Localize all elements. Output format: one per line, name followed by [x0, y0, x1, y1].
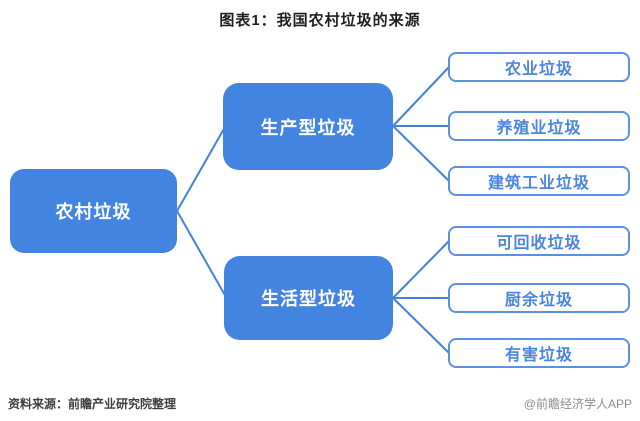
leaf-hazardous-waste-label: 有害垃圾 — [504, 347, 573, 364]
leaf-kitchen-waste: 厨余垃圾 — [448, 283, 630, 313]
leaf-breeding-waste: 养殖业垃圾 — [448, 111, 630, 141]
leaf-recyclable-waste: 可回收垃圾 — [448, 226, 630, 256]
node-household-waste: 生活型垃圾 — [224, 256, 393, 340]
edge-production-agricultural — [392, 66, 450, 127]
node-production-waste: 生产型垃圾 — [223, 83, 393, 170]
edge-household-recyclable — [392, 240, 450, 299]
source-note: 资料来源：前瞻产业研究院整理 — [8, 397, 177, 411]
node-rural-waste: 农村垃圾 — [10, 169, 177, 253]
chart-title: 图表1：我国农村垃圾的来源 — [219, 12, 421, 29]
edge-root-household — [176, 210, 227, 298]
leaf-construction-waste-label: 建筑工业垃圾 — [487, 175, 590, 192]
node-household-waste-label: 生活型垃圾 — [261, 289, 356, 309]
edge-household-hazardous — [392, 297, 450, 354]
leaf-hazardous-waste: 有害垃圾 — [448, 338, 630, 368]
leaf-breeding-waste-label: 养殖业垃圾 — [496, 120, 582, 137]
leaf-construction-waste: 建筑工业垃圾 — [448, 166, 630, 196]
node-rural-waste-label: 农村垃圾 — [55, 202, 132, 222]
leaf-agricultural-waste-label: 农业垃圾 — [504, 61, 573, 78]
edge-root-production — [176, 126, 226, 212]
node-production-waste-label: 生产型垃圾 — [260, 117, 356, 138]
edge-production-construction — [392, 125, 450, 182]
leaf-recyclable-waste-label: 可回收垃圾 — [496, 235, 582, 252]
watermark-text: @前瞻经济学人APP — [523, 397, 632, 411]
leaf-kitchen-waste-label: 厨余垃圾 — [504, 292, 573, 309]
leaf-agricultural-waste: 农业垃圾 — [448, 52, 630, 82]
